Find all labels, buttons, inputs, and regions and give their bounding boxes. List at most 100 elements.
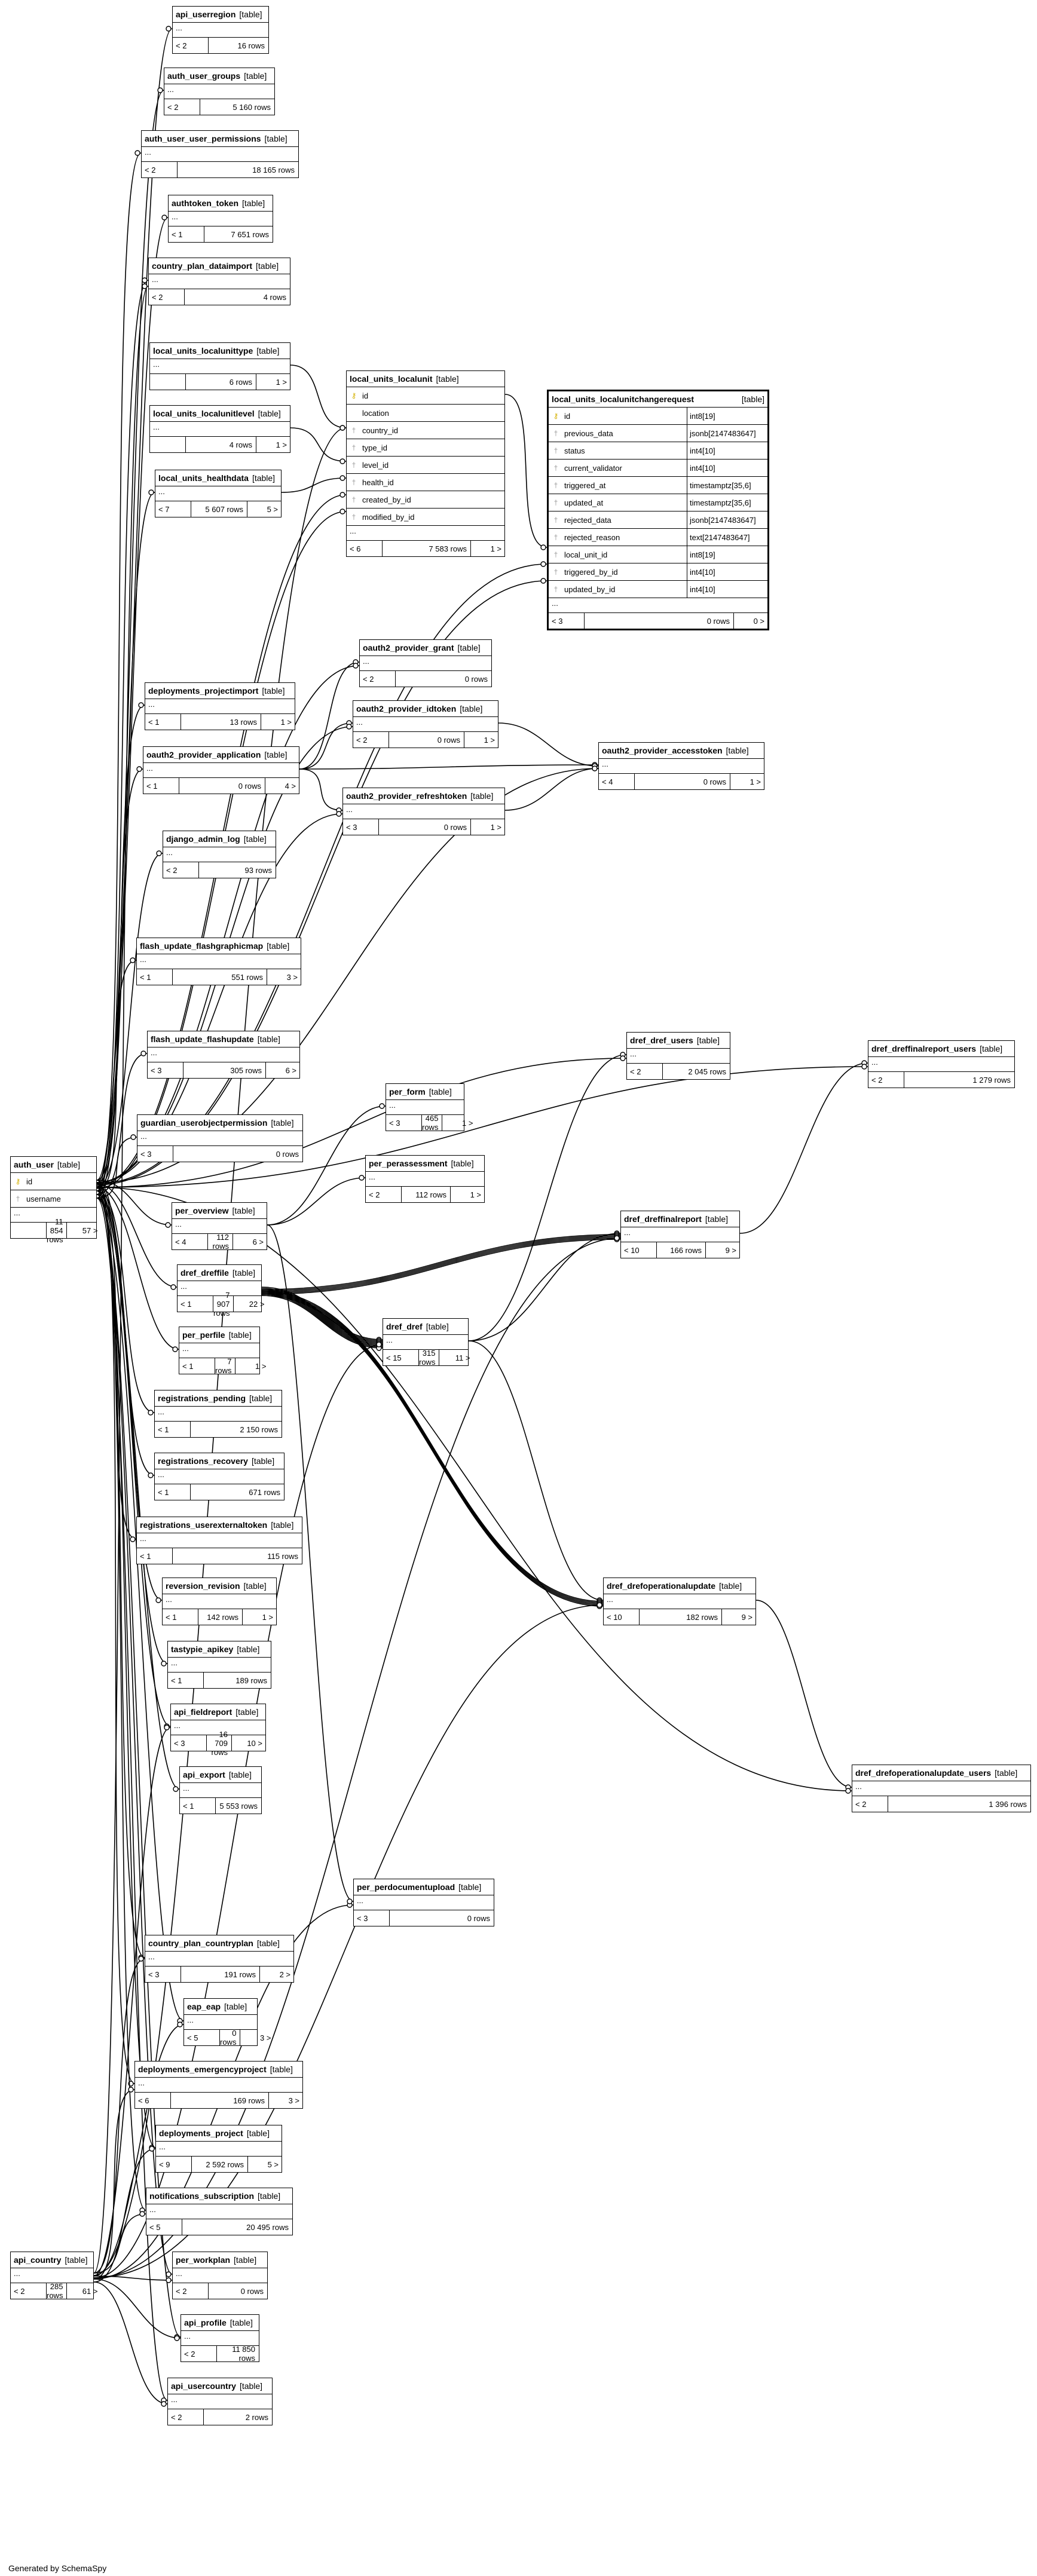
parents-count[interactable]: < 2 [353, 732, 389, 748]
table-auth-user[interactable]: auth_user[table]⚷id†username...11 854 ro… [10, 1156, 98, 1244]
table-oauth2-provider-application[interactable]: oauth2_provider_application[table]...< 1… [143, 746, 299, 794]
column-row[interactable]: †username [11, 1190, 96, 1208]
parents-count[interactable]: < 2 [181, 2346, 217, 2361]
parents-count[interactable]: < 2 [173, 2283, 209, 2299]
children-count[interactable]: 4 > [285, 781, 296, 791]
parents-count[interactable]: < 2 [868, 1072, 904, 1088]
parents-count[interactable]: < 3 [171, 1735, 207, 1751]
children-count[interactable]: 5 > [267, 2160, 279, 2169]
parents-count[interactable]: < 2 [164, 99, 200, 115]
children-count[interactable]: 1 > [490, 822, 501, 832]
column-row[interactable]: †modified_by_id [347, 509, 504, 526]
children-count[interactable]: 1 > [280, 717, 292, 727]
table-flash-update-flashgraphicmap[interactable]: flash_update_flashgraphicmap[table]...< … [136, 938, 301, 985]
parents-count[interactable]: < 2 [168, 2409, 204, 2425]
parents-count[interactable] [150, 374, 186, 390]
parents-count[interactable]: < 15 [383, 1350, 419, 1365]
children-count[interactable]: 1 > [255, 1361, 267, 1371]
children-count[interactable]: 1 > [490, 544, 501, 553]
parents-count[interactable]: < 1 [179, 1358, 215, 1374]
children-count[interactable]: 1 > [276, 440, 287, 449]
children-count[interactable]: 1 > [470, 1190, 481, 1199]
parents-count[interactable]: < 2 [852, 1796, 888, 1812]
parents-count[interactable]: < 9 [156, 2157, 192, 2172]
table-local-units-localunitlevel[interactable]: local_units_localunitlevel[table]...4 ro… [149, 405, 290, 453]
children-count[interactable]: 57 > [82, 1226, 98, 1235]
column-row[interactable]: †health_id [347, 474, 504, 491]
children-count[interactable]: 2 > [279, 1969, 290, 1979]
parents-count[interactable]: < 3 [148, 1062, 183, 1078]
children-count[interactable]: 1 > [262, 1612, 273, 1622]
parents-count[interactable]: < 3 [145, 1967, 181, 1982]
parents-count[interactable]: < 4 [172, 1234, 208, 1249]
parents-count[interactable]: < 1 [155, 1422, 191, 1437]
children-count[interactable]: 61 > [82, 2286, 98, 2296]
parents-count[interactable]: < 2 [149, 289, 185, 305]
parents-count[interactable]: < 5 [184, 2030, 220, 2045]
parents-count[interactable] [11, 1223, 47, 1238]
parents-count[interactable]: < 6 [347, 541, 383, 556]
table-dref-drefoperationalupdate[interactable]: dref_drefoperationalupdate[table]...< 10… [603, 1578, 756, 1625]
parents-count[interactable]: < 2 [163, 862, 199, 878]
parents-count[interactable]: < 5 [146, 2219, 182, 2235]
children-count[interactable]: 3 > [286, 972, 298, 982]
column-row[interactable]: location [347, 405, 504, 422]
parents-count[interactable]: < 1 [178, 1296, 213, 1312]
table-local-units-localunitchangerequest[interactable]: local_units_localunitchangerequest[table… [547, 390, 769, 630]
parents-count[interactable]: < 3 [549, 613, 585, 629]
column-row[interactable]: ⚷id [11, 1173, 96, 1190]
parents-count[interactable]: < 1 [168, 1673, 204, 1688]
children-count[interactable]: 6 > [252, 1237, 264, 1246]
table-dref-drefoperationalupdate-users[interactable]: dref_drefoperationalupdate_users[table].… [852, 1765, 1031, 1812]
children-count[interactable]: 1 > [462, 1118, 473, 1128]
column-row[interactable]: †type_id [347, 439, 504, 457]
children-count[interactable]: 6 > [285, 1065, 296, 1075]
parents-count[interactable]: < 1 [180, 1798, 216, 1814]
table-oauth2-provider-refreshtoken[interactable]: oauth2_provider_refreshtoken[table]...< … [342, 788, 505, 835]
table-guardian-userobjectpermission[interactable]: guardian_userobjectpermission[table]...<… [137, 1114, 303, 1162]
children-count[interactable]: 3 > [260, 2033, 271, 2042]
parents-count[interactable]: < 3 [386, 1115, 422, 1131]
table-oauth2-provider-accesstoken[interactable]: oauth2_provider_accesstoken[table]...< 4… [598, 742, 764, 790]
children-count[interactable]: 1 > [750, 777, 761, 786]
column-row[interactable]: †level_id [347, 457, 504, 474]
parents-count[interactable]: < 3 [343, 819, 379, 835]
parents-count[interactable]: < 4 [599, 774, 635, 789]
parents-count[interactable]: < 1 [137, 1548, 173, 1564]
children-count[interactable]: 9 > [741, 1612, 752, 1622]
parents-count[interactable]: < 2 [360, 671, 396, 687]
children-count[interactable]: 22 > [249, 1299, 265, 1309]
parents-count[interactable]: < 3 [137, 1146, 173, 1162]
parents-count[interactable]: < 6 [135, 2093, 171, 2108]
parents-count[interactable]: < 2 [11, 2283, 47, 2299]
